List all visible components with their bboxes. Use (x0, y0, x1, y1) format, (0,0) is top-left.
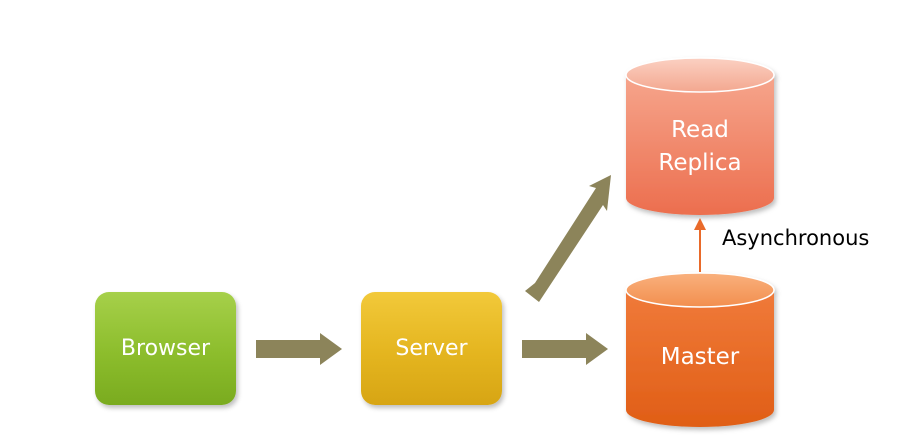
async-replication-arrow (694, 218, 706, 272)
browser-to-server-arrow (256, 333, 342, 365)
server-to-master-arrow (522, 333, 608, 365)
read-replica-label-line2: Replica (658, 150, 742, 176)
read-replica-label-line1: Read (671, 117, 729, 143)
server-to-replica-arrow (525, 175, 611, 302)
browser-label: Browser (120, 336, 211, 361)
master-label: Master (660, 344, 740, 370)
read-replica-database-icon (625, 57, 775, 215)
read-replica-label: Read Replica (626, 114, 774, 180)
server-node: Server (361, 292, 502, 405)
master-database-icon (625, 272, 775, 427)
server-label: Server (395, 336, 468, 361)
browser-node: Browser (95, 292, 236, 405)
asynchronous-label: Asynchronous (722, 226, 870, 250)
